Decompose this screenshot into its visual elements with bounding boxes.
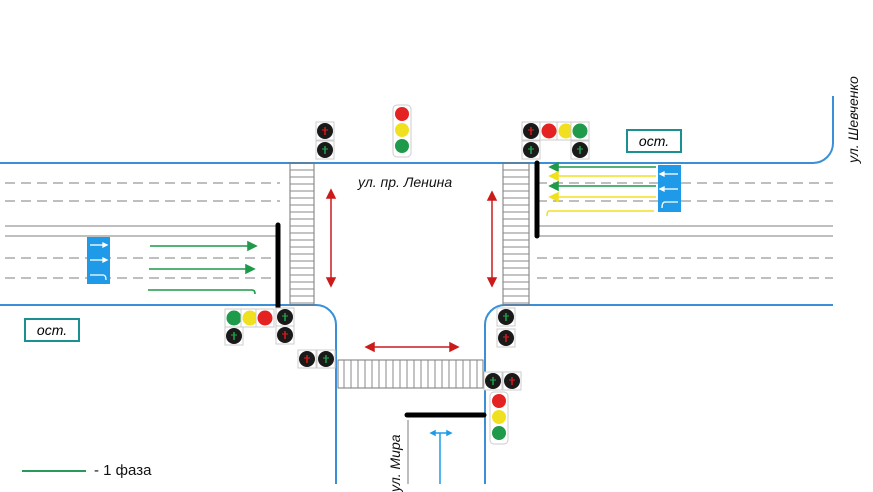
street-label-lenina: ул. пр. Ленина <box>358 174 453 190</box>
mira-lane-arrow <box>429 429 453 484</box>
legend-phase-label: - 1 фаза <box>94 462 152 479</box>
curb-bottom-right <box>484 304 833 484</box>
west-light-red <box>257 310 273 326</box>
street-label-mira: ул. Мира <box>387 434 403 492</box>
bus-stop-left: ост. <box>24 318 80 342</box>
traffic-light-top-green-lamp <box>395 139 409 153</box>
phase-arrows-east <box>546 161 656 217</box>
traffic-light-south-red-lamp <box>492 394 506 408</box>
phase1-arrows-west <box>148 240 258 295</box>
crosswalk-south <box>337 359 484 389</box>
traffic-light-south-yellow-lamp <box>492 410 506 424</box>
west-light-green <box>226 310 242 326</box>
east-light-green <box>572 123 588 139</box>
west-light-yellow <box>242 310 258 326</box>
street-label-shevchenko: ул. Шевченко <box>845 76 861 163</box>
traffic-light-top-yellow-lamp <box>395 123 409 137</box>
stop-lines <box>275 160 540 418</box>
bus-stop-right: ост. <box>626 129 682 153</box>
legend-phase-line <box>22 469 86 472</box>
crosswalk-west <box>289 162 315 306</box>
traffic-light-top-red-lamp <box>395 107 409 121</box>
pedestrian-arrows <box>325 188 498 353</box>
lane-sign-west <box>87 237 110 284</box>
east-light-red <box>541 123 557 139</box>
curb-top <box>0 96 834 164</box>
lane-markings <box>5 182 833 484</box>
curbs <box>0 96 834 484</box>
east-light-yellow <box>558 123 574 139</box>
lane-sign-east <box>658 165 681 212</box>
legend: - 1 фаза <box>22 462 151 479</box>
curb-bottom-left <box>0 304 337 484</box>
crosswalk-east <box>502 162 530 306</box>
traffic-light-south-green-lamp <box>492 426 506 440</box>
